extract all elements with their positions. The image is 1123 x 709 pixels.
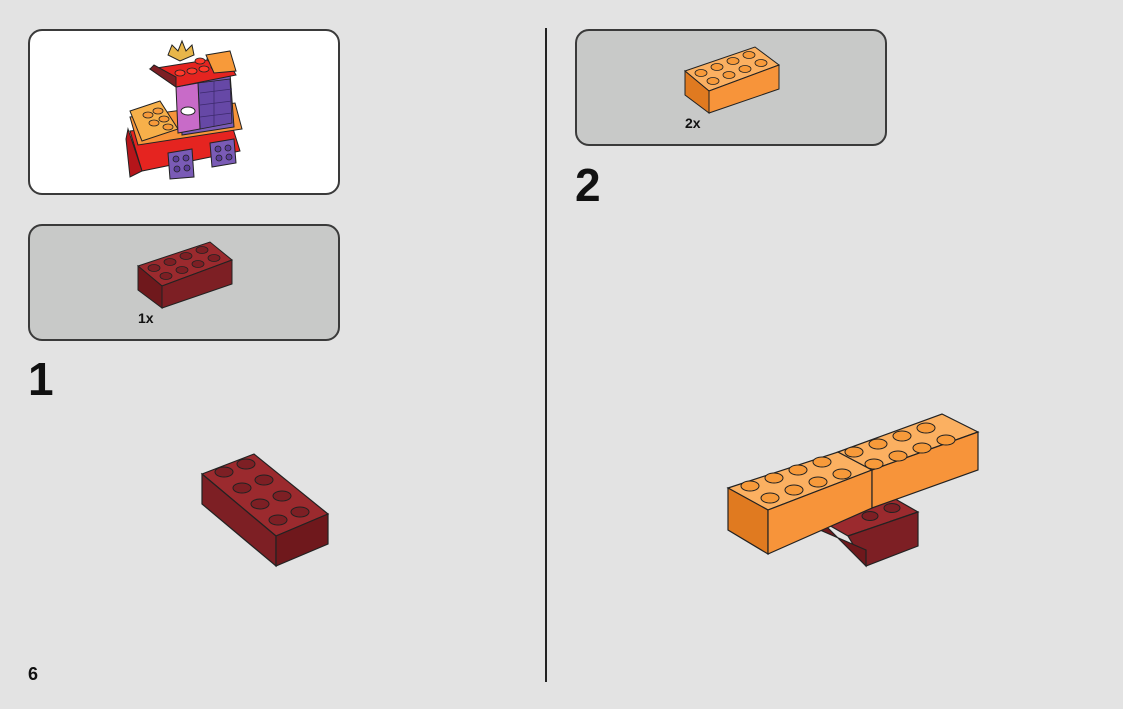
model-preview-panel — [28, 29, 340, 195]
step-2-build-illustration — [726, 413, 980, 568]
step-number: 2 — [575, 159, 601, 211]
part-quantity: 1x — [138, 310, 154, 326]
step-1-build-illustration — [200, 453, 330, 568]
column-divider — [545, 28, 547, 682]
page-number: 6 — [28, 664, 39, 684]
step-2-parts-panel: 2x — [575, 29, 887, 146]
completed-model-illustration — [125, 39, 243, 180]
orange-2x4-brick-icon — [683, 46, 781, 114]
step-number: 1 — [28, 353, 54, 405]
part-quantity: 2x — [685, 115, 701, 131]
dark-red-2x4-brick-icon — [136, 241, 233, 309]
step-1-parts-panel: 1x — [28, 224, 340, 341]
